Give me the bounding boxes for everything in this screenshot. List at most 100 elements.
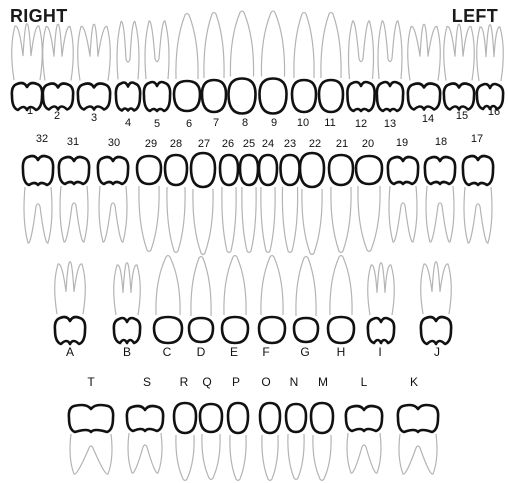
primary-lower-root-P xyxy=(230,435,246,481)
upper-label-3: 3 xyxy=(91,112,97,124)
lower-root-31 xyxy=(60,186,88,242)
primary-upper-tooth-C[interactable] xyxy=(154,317,182,343)
upper-tooth-15[interactable] xyxy=(444,84,474,110)
upper-root-5 xyxy=(145,21,169,79)
upper-tooth-6[interactable] xyxy=(174,81,200,111)
primary-lower-tooth-R[interactable] xyxy=(174,403,196,433)
primary-upper-label-B: B xyxy=(123,345,131,359)
primary-lower-root-K xyxy=(399,434,437,474)
upper-tooth-5[interactable] xyxy=(144,82,170,111)
primary-lower-label-S: S xyxy=(143,375,151,389)
upper-tooth-12[interactable] xyxy=(347,82,374,111)
lower-label-26: 26 xyxy=(222,138,234,150)
upper-label-2: 2 xyxy=(54,110,60,122)
upper-root-12 xyxy=(349,21,374,79)
upper-root-9 xyxy=(261,11,284,77)
upper-label-1: 1 xyxy=(27,105,33,117)
primary-lower-root-N xyxy=(288,434,304,480)
primary-lower-tooth-M[interactable] xyxy=(311,403,333,433)
lower-tooth-27[interactable] xyxy=(191,153,215,187)
upper-root-4 xyxy=(117,21,139,79)
primary-lower-tooth-P[interactable] xyxy=(228,403,248,433)
primary-upper-root-C xyxy=(156,256,180,316)
primary-upper-tooth-A[interactable] xyxy=(55,317,85,344)
primary-upper-tooth-J[interactable] xyxy=(421,317,451,344)
lower-label-25: 25 xyxy=(243,138,255,150)
lower-tooth-26[interactable] xyxy=(220,155,238,185)
primary-upper-root-A xyxy=(55,262,86,314)
lower-tooth-22[interactable] xyxy=(300,153,324,187)
primary-upper-tooth-G[interactable] xyxy=(294,318,318,342)
primary-upper-tooth-E[interactable] xyxy=(222,317,248,343)
lower-root-27 xyxy=(193,189,213,255)
lower-root-20 xyxy=(358,186,380,252)
upper-tooth-9[interactable] xyxy=(260,79,287,114)
primary-lower-tooth-S[interactable] xyxy=(127,406,163,431)
upper-label-10: 10 xyxy=(297,117,309,129)
lower-tooth-32[interactable] xyxy=(23,156,53,185)
lower-tooth-30[interactable] xyxy=(98,157,128,184)
lower-root-17 xyxy=(464,187,492,243)
upper-label-7: 7 xyxy=(213,117,219,129)
primary-lower-tooth-L[interactable] xyxy=(346,406,382,431)
lower-root-25 xyxy=(242,187,256,253)
upper-tooth-4[interactable] xyxy=(116,83,140,111)
upper-tooth-11[interactable] xyxy=(319,80,343,112)
primary-lower-tooth-T[interactable] xyxy=(69,405,113,432)
upper-root-1 xyxy=(12,24,43,80)
lower-tooth-20[interactable] xyxy=(356,156,382,184)
upper-root-15 xyxy=(444,24,475,80)
lower-label-28: 28 xyxy=(170,138,182,150)
primary-lower-root-S xyxy=(128,433,162,473)
lower-root-21 xyxy=(331,187,351,253)
primary-upper-tooth-B[interactable] xyxy=(114,318,140,343)
primary-lower-label-T: T xyxy=(87,375,95,389)
lower-label-24: 24 xyxy=(262,138,274,150)
upper-label-14: 14 xyxy=(422,113,434,125)
primary-upper-label-D: D xyxy=(197,345,206,359)
primary-lower-tooth-O[interactable] xyxy=(260,403,280,433)
primary-lower-label-K: K xyxy=(410,375,418,389)
lower-root-29 xyxy=(139,186,159,252)
lower-root-32 xyxy=(24,187,52,243)
primary-upper-tooth-H[interactable] xyxy=(328,317,354,343)
lower-tooth-29[interactable] xyxy=(137,156,161,184)
primary-lower-tooth-K[interactable] xyxy=(398,405,438,432)
lower-tooth-24[interactable] xyxy=(259,155,277,185)
upper-tooth-14[interactable] xyxy=(408,84,440,110)
primary-upper-tooth-F[interactable] xyxy=(259,317,285,343)
lower-tooth-19[interactable] xyxy=(388,157,418,184)
lower-root-18 xyxy=(426,186,454,242)
upper-root-11 xyxy=(321,13,341,79)
primary-upper-tooth-I[interactable] xyxy=(368,318,394,343)
primary-upper-label-I: I xyxy=(378,345,381,359)
lower-root-28 xyxy=(167,187,185,253)
upper-tooth-13[interactable] xyxy=(377,82,403,111)
lower-tooth-23[interactable] xyxy=(281,155,300,185)
upper-tooth-10[interactable] xyxy=(292,80,316,112)
primary-lower-root-R xyxy=(176,435,194,481)
lower-tooth-28[interactable] xyxy=(165,155,187,185)
lower-label-17: 17 xyxy=(471,133,483,145)
upper-tooth-3[interactable] xyxy=(78,84,110,110)
lower-tooth-17[interactable] xyxy=(463,156,493,185)
upper-tooth-8[interactable] xyxy=(229,79,256,114)
lower-tooth-25[interactable] xyxy=(240,155,258,185)
primary-lower-tooth-N[interactable] xyxy=(286,404,306,432)
upper-tooth-7[interactable] xyxy=(202,80,226,112)
lower-label-20: 20 xyxy=(362,138,374,150)
primary-upper-label-A: A xyxy=(66,345,74,359)
primary-lower-label-P: P xyxy=(232,375,240,389)
upper-tooth-2[interactable] xyxy=(43,84,73,110)
upper-label-15: 15 xyxy=(456,110,468,122)
lower-tooth-31[interactable] xyxy=(59,157,89,184)
primary-upper-tooth-D[interactable] xyxy=(189,318,213,342)
lower-tooth-21[interactable] xyxy=(329,155,353,185)
upper-root-2 xyxy=(43,24,74,80)
primary-upper-label-E: E xyxy=(230,345,238,359)
primary-lower-tooth-Q[interactable] xyxy=(200,404,222,432)
primary-lower-root-T xyxy=(70,434,112,474)
primary-upper-label-C: C xyxy=(163,345,172,359)
lower-tooth-18[interactable] xyxy=(425,157,455,184)
